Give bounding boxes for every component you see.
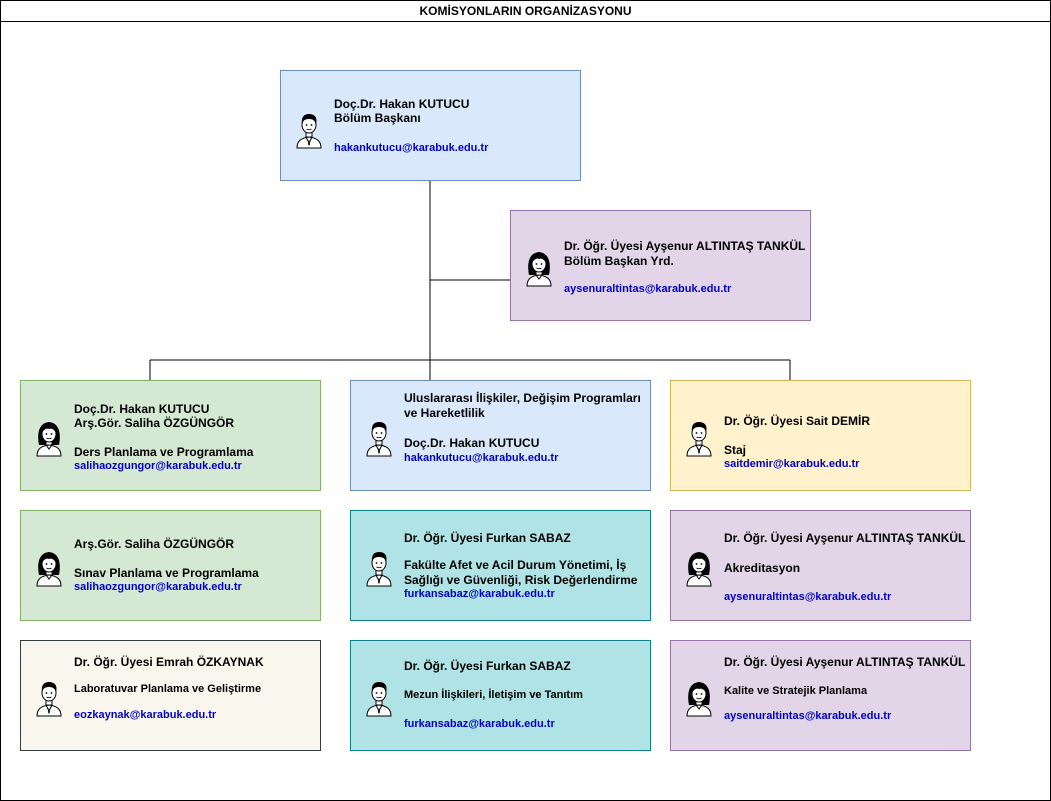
male-avatar-icon bbox=[35, 679, 63, 717]
female-avatar-icon bbox=[525, 249, 553, 287]
node-mezun-commission: Mezun İlişkileri, İletişim ve Tanıtım bbox=[404, 689, 583, 701]
node-ders-name2: Arş.Gör. Saliha ÖZGÜNGÖR bbox=[74, 416, 235, 430]
node-sinav-email: salihaozgungor@karabuk.edu.tr bbox=[74, 581, 242, 593]
node-uluslararasi: Uluslararası İlişkiler, Değişim Programl… bbox=[350, 380, 651, 491]
node-mezun-name: Dr. Öğr. Üyesi Furkan SABAZ bbox=[404, 659, 571, 673]
node-kalite-email: aysenuraltintas@karabuk.edu.tr bbox=[724, 710, 892, 722]
node-sinav-commission: Sınav Planlama ve Programlama bbox=[74, 566, 259, 580]
node-afet-commission-line2: Sağlığı ve Güvenliği, Risk Değerlendirme bbox=[404, 573, 638, 587]
node-mezun-email: furkansabaz@karabuk.edu.tr bbox=[404, 718, 555, 730]
female-avatar-icon bbox=[35, 549, 63, 587]
node-deputy: Dr. Öğr. Üyesi Ayşenur ALTINTAŞ TANKÜL B… bbox=[510, 210, 811, 321]
node-laboratuvar: Dr. Öğr. Üyesi Emrah ÖZKAYNAK Laboratuva… bbox=[20, 640, 321, 751]
node-afet-commission-line1: Fakülte Afet ve Acil Durum Yönetimi, İş bbox=[404, 558, 627, 572]
node-ders-email: salihaozgungor@karabuk.edu.tr bbox=[74, 460, 242, 472]
node-uluslararasi-email: hakankutucu@karabuk.edu.tr bbox=[404, 452, 559, 464]
node-kalite: Dr. Öğr. Üyesi Ayşenur ALTINTAŞ TANKÜL K… bbox=[670, 640, 971, 751]
diagram-title: KOMİSYONLARIN ORGANİZASYONU bbox=[1, 1, 1050, 22]
node-head-role: Bölüm Başkanı bbox=[334, 111, 421, 125]
node-staj-commission: Staj bbox=[724, 443, 747, 457]
node-akreditasyon: Dr. Öğr. Üyesi Ayşenur ALTINTAŞ TANKÜL A… bbox=[670, 510, 971, 621]
node-staj-name: Dr. Öğr. Üyesi Sait DEMİR bbox=[724, 414, 871, 428]
male-avatar-icon bbox=[365, 419, 393, 457]
female-avatar-icon bbox=[35, 419, 63, 457]
node-mezun: Dr. Öğr. Üyesi Furkan SABAZ Mezun İlişki… bbox=[350, 640, 651, 751]
node-ders-name1: Doç.Dr. Hakan KUTUCU bbox=[74, 402, 210, 416]
node-deputy-name: Dr. Öğr. Üyesi Ayşenur ALTINTAŞ TANKÜL bbox=[564, 239, 806, 253]
node-sinav-planlama: Arş.Gör. Saliha ÖZGÜNGÖR Sınav Planlama … bbox=[20, 510, 321, 621]
node-lab-email: eozkaynak@karabuk.edu.tr bbox=[74, 709, 217, 721]
node-ders-planlama: Doç.Dr. Hakan KUTUCU Arş.Gör. Saliha ÖZG… bbox=[20, 380, 321, 491]
node-akreditasyon-email: aysenuraltintas@karabuk.edu.tr bbox=[724, 591, 892, 603]
female-avatar-icon bbox=[685, 549, 713, 587]
node-uluslararasi-name: Doç.Dr. Hakan KUTUCU bbox=[404, 436, 540, 450]
node-sinav-name: Arş.Gör. Saliha ÖZGÜNGÖR bbox=[74, 537, 235, 551]
node-head-name: Doç.Dr. Hakan KUTUCU bbox=[334, 97, 470, 111]
node-afet-email: furkansabaz@karabuk.edu.tr bbox=[404, 588, 555, 600]
node-deputy-email: aysenuraltintas@karabuk.edu.tr bbox=[564, 283, 732, 295]
node-deputy-role: Bölüm Başkan Yrd. bbox=[564, 254, 674, 268]
female-avatar-icon bbox=[685, 679, 713, 717]
node-lab-name: Dr. Öğr. Üyesi Emrah ÖZKAYNAK bbox=[74, 655, 264, 669]
male-avatar-icon bbox=[295, 111, 323, 149]
node-staj: Dr. Öğr. Üyesi Sait DEMİR Staj saitdemir… bbox=[670, 380, 971, 491]
node-akreditasyon-name: Dr. Öğr. Üyesi Ayşenur ALTINTAŞ TANKÜL bbox=[724, 531, 966, 545]
node-afet: Dr. Öğr. Üyesi Furkan SABAZ Fakülte Afet… bbox=[350, 510, 651, 621]
node-akreditasyon-commission: Akreditasyon bbox=[724, 561, 801, 575]
male-avatar-icon bbox=[365, 679, 393, 717]
node-kalite-name: Dr. Öğr. Üyesi Ayşenur ALTINTAŞ TANKÜL bbox=[724, 655, 966, 669]
node-uluslararasi-commission: Uluslararası İlişkiler, Değişim Programl… bbox=[404, 391, 641, 420]
male-avatar-icon bbox=[685, 419, 713, 457]
node-afet-name: Dr. Öğr. Üyesi Furkan SABAZ bbox=[404, 531, 571, 545]
node-lab-commission: Laboratuvar Planlama ve Geliştirme bbox=[74, 683, 262, 695]
node-ders-commission: Ders Planlama ve Programlama bbox=[74, 445, 254, 459]
node-staj-email: saitdemir@karabuk.edu.tr bbox=[724, 458, 860, 470]
male-avatar-icon bbox=[365, 549, 393, 587]
node-head-email: hakankutucu@karabuk.edu.tr bbox=[334, 142, 489, 154]
node-head: Doç.Dr. Hakan KUTUCU Bölüm Başkanı hakan… bbox=[280, 70, 581, 181]
node-kalite-commission: Kalite ve Stratejik Planlama bbox=[724, 685, 868, 697]
